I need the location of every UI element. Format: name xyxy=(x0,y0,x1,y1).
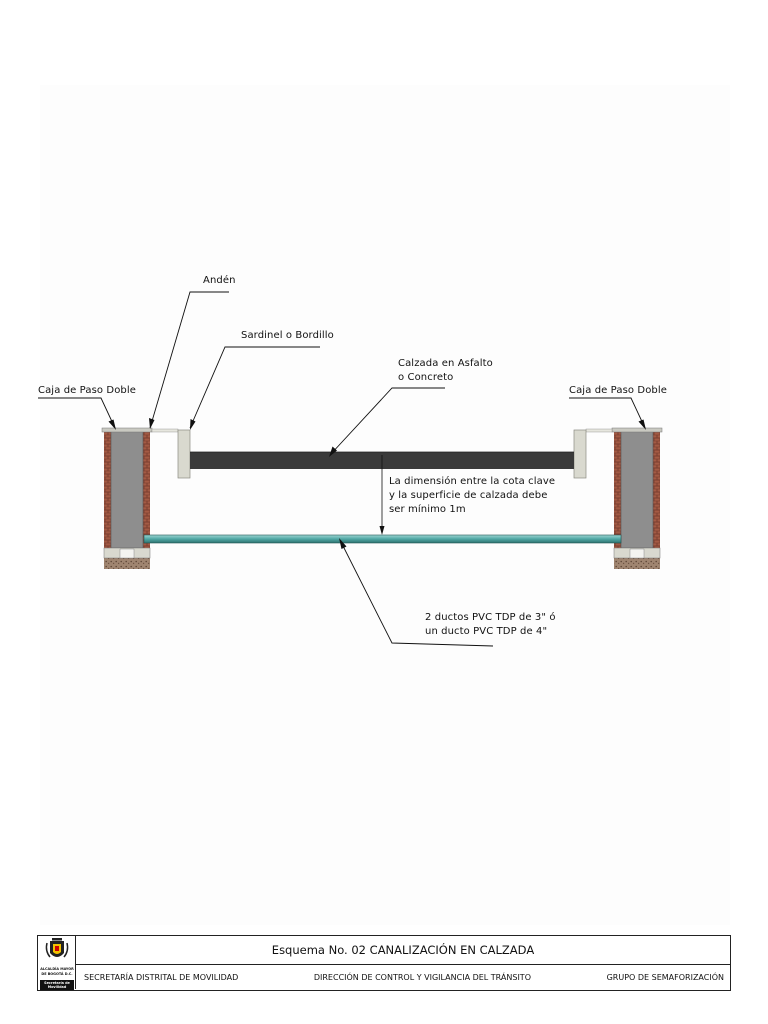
right-curb xyxy=(573,429,587,479)
label-ductos-2: un ducto PVC TDP de 4" xyxy=(425,626,548,637)
label-caja-right: Caja de Paso Doble xyxy=(569,385,667,396)
title-block: ALCALDÍA MAYOR DE BOGOTÁ D.C. Secretaría… xyxy=(37,935,731,991)
right-box-drain xyxy=(629,548,645,559)
left-brick-wall-outer xyxy=(104,431,111,549)
label-dimension-1: La dimensión entre la cota clave xyxy=(389,476,556,487)
left-box-interior xyxy=(110,430,144,549)
left-curb xyxy=(177,429,191,479)
logo-caption-1: ALCALDÍA MAYOR xyxy=(40,967,74,971)
coat-of-arms-icon xyxy=(45,938,69,958)
label-calzada-2: o Concreto xyxy=(398,372,454,383)
left-box-drain xyxy=(119,548,135,559)
left-brick-wall-inner xyxy=(143,431,150,549)
title-block-info: SECRETARÍA DISTRITAL DE MOVILIDAD DIRECC… xyxy=(76,965,730,990)
logo-caption-2: DE BOGOTÁ D.C. xyxy=(41,972,73,976)
label-caja-left: Caja de Paso Doble xyxy=(38,385,136,396)
left-sidewalk xyxy=(151,428,179,433)
right-brick-wall-outer xyxy=(653,431,660,549)
leader-calzada xyxy=(329,387,445,457)
label-dimension-3: ser mínimo 1m xyxy=(389,504,466,515)
leader-anden xyxy=(149,291,229,429)
leader-ductos xyxy=(339,538,494,647)
leader-caja-right xyxy=(569,397,646,430)
pvc-duct xyxy=(143,534,622,544)
right-soil-base xyxy=(614,558,660,569)
left-box-lid xyxy=(101,427,153,433)
dimension-marker xyxy=(379,455,385,535)
logo-caption-3: Secretaría de Movilidad xyxy=(40,980,74,990)
label-anden: Andén xyxy=(203,275,236,286)
left-junction-box xyxy=(101,427,153,569)
footer-group: GRUPO DE SEMAFORIZACIÓN xyxy=(606,973,724,982)
right-sidewalk xyxy=(585,428,613,433)
logo: ALCALDÍA MAYOR DE BOGOTÁ D.C. Secretaría… xyxy=(38,936,76,990)
leader-caja-left xyxy=(38,397,116,430)
label-sardinel: Sardinel o Bordillo xyxy=(241,330,334,341)
leader-sardinel xyxy=(189,346,320,430)
footer-department: DIRECCIÓN DE CONTROL Y VIGILANCIA DEL TR… xyxy=(313,973,531,982)
left-soil-base xyxy=(104,558,150,569)
right-brick-wall-inner xyxy=(614,431,621,549)
scheme-title: Esquema No. 02 CANALIZACIÓN EN CALZADA xyxy=(76,936,730,965)
right-box-lid xyxy=(611,427,663,433)
footer-agency: SECRETARÍA DISTRITAL DE MOVILIDAD xyxy=(84,973,239,982)
right-junction-box xyxy=(611,427,663,569)
label-calzada-1: Calzada en Asfalto xyxy=(398,358,493,369)
right-box-interior xyxy=(620,430,654,549)
label-ductos-1: 2 ductos PVC TDP de 3" ó xyxy=(425,612,556,623)
label-dimension-2: y la superficie de calzada debe xyxy=(389,490,548,501)
